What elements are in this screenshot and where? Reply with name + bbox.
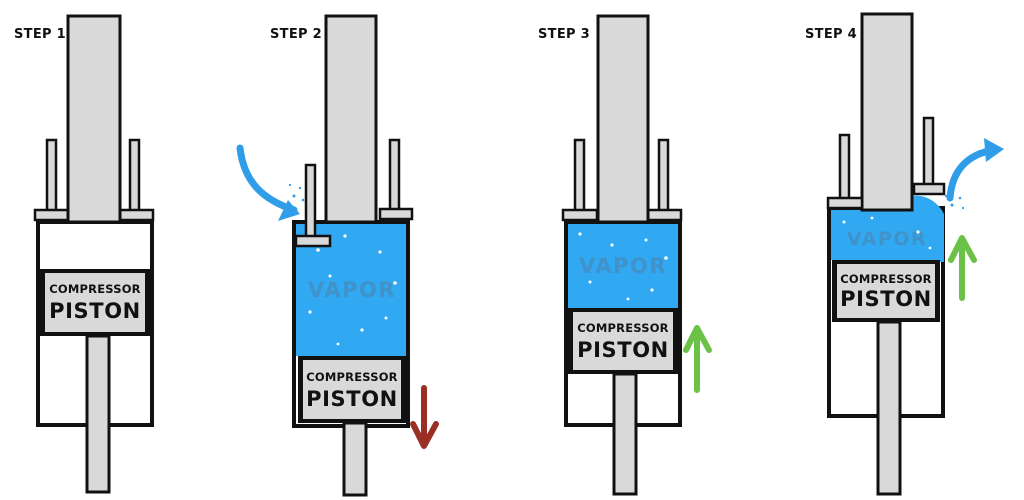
vapor-fill	[568, 224, 678, 308]
piston-down-arrowhead	[410, 421, 439, 449]
piston-label-line2: PISTON	[577, 338, 669, 362]
discharge-valve-plate	[378, 207, 414, 221]
intake-valve-stem	[45, 138, 58, 214]
step-3-panel: STEP 3 VAPOR COMPRESSOR PISTON	[538, 14, 712, 496]
discharge-valve-stem	[128, 138, 141, 214]
piston-label-line2: PISTON	[840, 287, 932, 311]
step-2-panel: STEP 2 VAPOR COMPRESSOR PISTON	[236, 14, 439, 497]
step-1-panel: STEP 1 COMPRESSOR PISTON	[14, 14, 155, 494]
vapor-inflow-arrowhead	[278, 200, 300, 221]
discharge-valve-stem	[657, 138, 670, 214]
piston-label-line1: COMPRESSOR	[840, 272, 931, 286]
intake-valve-plate	[561, 208, 599, 222]
discharge-valve-plate-open	[912, 182, 946, 196]
intake-valve-plate	[33, 208, 71, 222]
vapor-particles	[308, 234, 397, 346]
compressor-piston	[45, 273, 145, 332]
piston-up-arrowhead	[948, 235, 977, 263]
intake-valve-plate	[826, 196, 864, 210]
step-1-label: STEP 1	[14, 27, 66, 42]
discharge-valve-plate	[645, 208, 683, 222]
piston-label-line2: PISTON	[49, 299, 141, 323]
piston-label-line1: COMPRESSOR	[577, 321, 668, 335]
piston-label-line1: COMPRESSOR	[49, 282, 140, 296]
step-4-panel: STEP 4 VAPOR COMPRESSOR PISTON	[805, 12, 1004, 496]
intake-valve-stem	[304, 163, 317, 239]
top-shaft	[860, 12, 914, 212]
vapor-droplets	[288, 183, 305, 202]
step-2-label: STEP 2	[270, 27, 322, 42]
connecting-rod	[85, 334, 111, 494]
connecting-rod	[612, 372, 638, 496]
connecting-rod	[876, 320, 902, 496]
vapor-droplets	[944, 194, 965, 210]
top-shaft	[324, 14, 378, 224]
intake-valve-stem	[838, 133, 851, 203]
piston-label-line1: COMPRESSOR	[306, 370, 397, 384]
vapor-label: VAPOR	[847, 228, 927, 250]
discharge-valve-plate	[117, 208, 155, 222]
intake-valve-stem	[573, 138, 586, 214]
discharge-valve-stem	[388, 138, 401, 212]
connecting-rod	[342, 421, 368, 497]
piston-up-arrowhead	[683, 325, 712, 353]
compressor-piston	[303, 360, 401, 419]
vapor-particles	[578, 232, 668, 301]
vapor-outflow-arrowhead	[984, 138, 1004, 162]
vapor-escape	[912, 195, 944, 262]
compressor-piston	[837, 264, 935, 318]
compressor-piston	[573, 312, 673, 370]
discharge-valve-stem	[922, 116, 935, 188]
vapor-label: VAPOR	[308, 278, 396, 302]
vapor-particles	[842, 216, 932, 250]
vapor-inflow-arrow	[236, 144, 298, 214]
top-shaft	[66, 14, 122, 224]
top-shaft	[596, 14, 650, 224]
vapor-label: VAPOR	[579, 254, 667, 278]
piston-label-line2: PISTON	[306, 387, 398, 411]
step-4-label: STEP 4	[805, 27, 857, 42]
intake-valve-plate-open	[294, 234, 332, 248]
step-3-label: STEP 3	[538, 27, 590, 42]
